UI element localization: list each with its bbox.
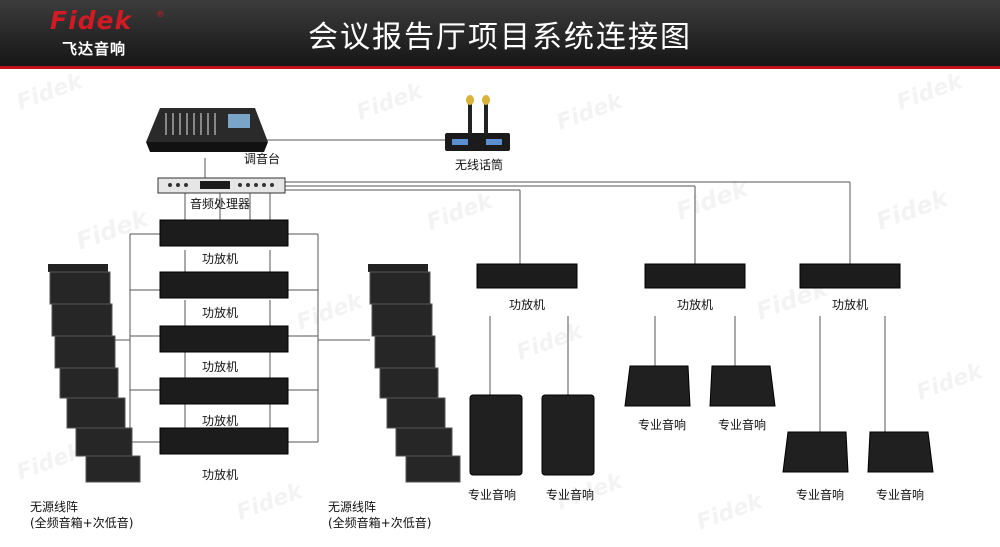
wireless-mic-device <box>445 95 510 151</box>
header-accent-line <box>0 66 1000 69</box>
logo-subtitle: 飞达音响 <box>62 40 127 58</box>
processor-label: 音频处理器 <box>189 197 251 211</box>
page-title: 会议报告厅项目系统连接图 <box>308 20 692 55</box>
amp-unit <box>476 263 578 289</box>
speaker-label: 专业音响 <box>717 418 767 432</box>
amp-unit <box>159 219 289 247</box>
connection-lines <box>110 139 886 443</box>
wireless-mic-label: 无线话筒 <box>454 158 504 172</box>
registered-mark-icon: ® <box>156 10 165 20</box>
speakers-group-1 <box>469 394 595 476</box>
amp-stack <box>159 219 289 455</box>
speakers-group-3 <box>782 431 934 473</box>
amp-label: 功放机 <box>201 414 239 428</box>
speaker-label: 专业音响 <box>467 488 517 502</box>
svg-text:Fidek: Fidek <box>294 288 368 335</box>
line-array-right-label: 无源线阵 <box>328 500 377 514</box>
speaker-label: 专业音响 <box>637 418 687 432</box>
svg-text:Fidek: Fidek <box>354 78 428 125</box>
amp-label: 功放机 <box>201 360 239 374</box>
svg-text:Fidek: Fidek <box>234 478 308 525</box>
svg-text:Fidek: Fidek <box>894 68 968 115</box>
amp-label: 功放机 <box>201 252 239 266</box>
amp-unit <box>159 377 289 405</box>
amp-unit <box>159 271 289 299</box>
right-amps <box>476 263 901 289</box>
amp-unit <box>644 263 746 289</box>
speaker-label: 专业音响 <box>795 488 845 502</box>
amp-unit <box>159 427 289 455</box>
amp-label: 功放机 <box>201 306 239 320</box>
audio-processor-device <box>157 177 286 194</box>
svg-text:Fidek: Fidek <box>914 358 988 405</box>
svg-text:Fidek: Fidek <box>424 188 498 235</box>
brand-logo: Fidek ® 飞达音响 <box>10 2 165 62</box>
line-array-right-sublabel: (全频音箱+次低音) <box>328 516 432 530</box>
speaker-label: 专业音响 <box>875 488 925 502</box>
line-array-left <box>48 264 141 483</box>
amp-label: 功放机 <box>201 468 239 482</box>
amp-label: 功放机 <box>831 298 869 312</box>
mixer-label: 调音台 <box>244 152 281 166</box>
speaker-label: 专业音响 <box>545 488 595 502</box>
svg-text:Fidek: Fidek <box>672 173 753 225</box>
amp-unit <box>799 263 901 289</box>
svg-text:Fidek: Fidek <box>872 183 953 235</box>
logo-text: Fidek <box>50 6 133 35</box>
line-array-left-label: 无源线阵 <box>30 500 79 514</box>
svg-text:Fidek: Fidek <box>14 68 88 115</box>
mixer-device <box>146 108 268 152</box>
svg-text:Fidek: Fidek <box>554 88 628 135</box>
amp-unit <box>159 325 289 353</box>
svg-text:Fidek: Fidek <box>514 318 588 365</box>
speakers-group-2 <box>624 365 776 407</box>
svg-text:Fidek: Fidek <box>72 203 153 255</box>
amp-label: 功放机 <box>508 298 546 312</box>
line-array-left-sublabel: (全频音箱+次低音) <box>30 516 134 530</box>
header-bar <box>0 0 1000 66</box>
amp-label: 功放机 <box>676 298 714 312</box>
svg-text:Fidek: Fidek <box>694 488 768 535</box>
line-array-right <box>368 264 461 483</box>
